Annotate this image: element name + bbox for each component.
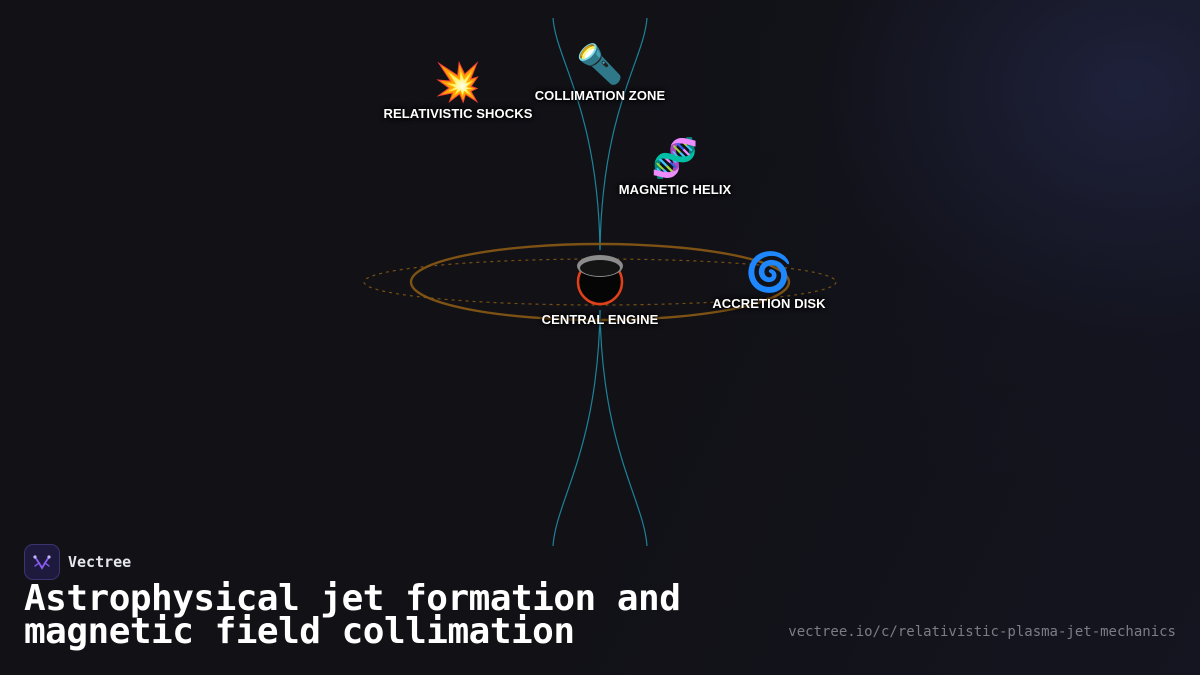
page-title: Astrophysical jet formation and magnetic… [24, 578, 681, 652]
jet-boundary-lower-right [599, 309, 648, 547]
node-relativistic-shocks: 💥 RELATIVISTIC SHOCKS [383, 60, 532, 121]
node-label: MAGNETIC HELIX [618, 182, 732, 197]
accretion-disk-ring [409, 242, 791, 322]
brand[interactable]: Vectree [24, 544, 131, 580]
vectree-logo-icon [24, 544, 60, 580]
dna-icon: 🧬 [651, 136, 699, 180]
jet-boundary-upper-left [552, 17, 601, 251]
source-url[interactable]: vectree.io/c/relativistic-plasma-jet-mec… [788, 624, 1176, 640]
node-label: RELATIVISTIC SHOCKS [383, 106, 533, 121]
flashlight-icon: 🔦 [576, 42, 624, 86]
node-label: CENTRAL ENGINE [541, 312, 659, 327]
node-accretion-disk: 🌀 ACCRETION DISK [712, 250, 825, 311]
node-label: ACCRETION DISK [712, 296, 826, 311]
node-magnetic-helix: 🧬 MAGNETIC HELIX [619, 136, 732, 197]
central-engine-cap-inner [580, 260, 620, 276]
collision-icon: 💥 [434, 60, 482, 104]
jet-boundary-upper-right [599, 17, 648, 251]
cyclone-icon: 🌀 [745, 250, 793, 294]
jet-boundary-lower-left [552, 309, 601, 547]
brand-name: Vectree [68, 553, 132, 571]
node-label: COLLIMATION ZONE [534, 88, 666, 103]
node-collimation-zone: 🔦 COLLIMATION ZONE [535, 42, 666, 103]
node-central-engine: CENTRAL ENGINE [542, 310, 659, 327]
